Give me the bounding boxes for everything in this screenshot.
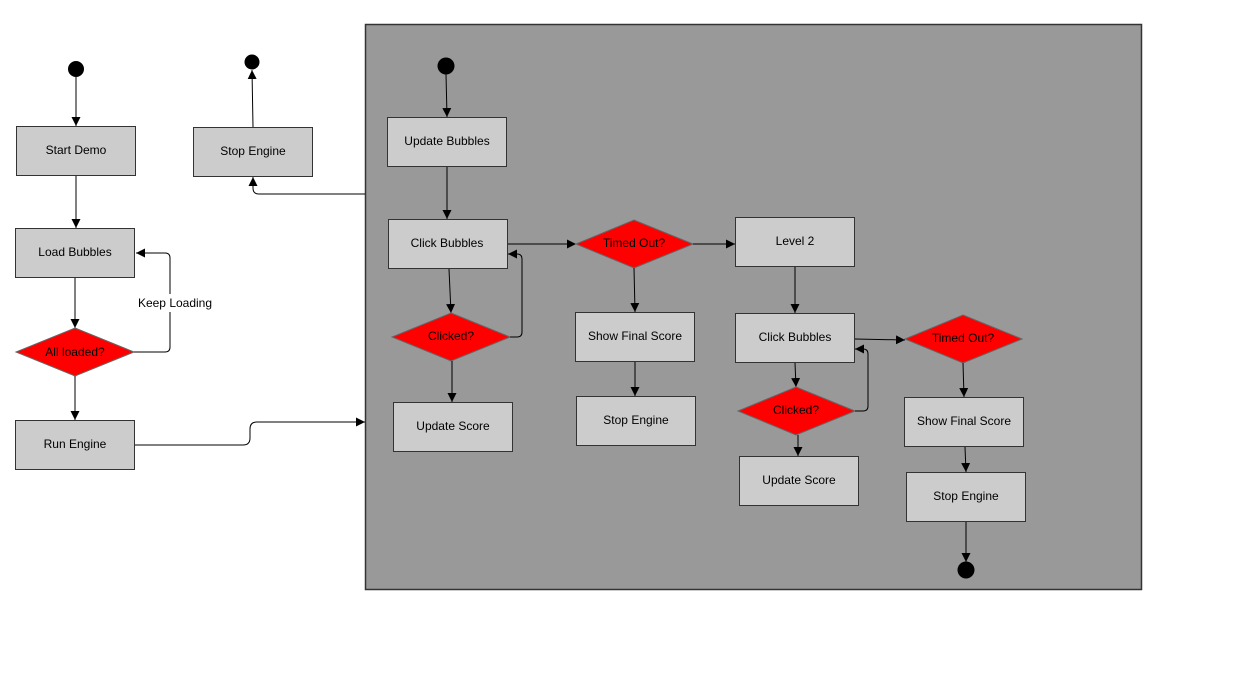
- node-show-final-score[interactable]: Show Final Score: [575, 312, 695, 362]
- end-node: [244, 54, 260, 70]
- node-label: Update Score: [416, 419, 490, 433]
- node-start-demo[interactable]: Start Demo: [16, 126, 136, 176]
- node-label: Show Final Score: [588, 329, 682, 343]
- node-stop-engine[interactable]: Stop Engine: [193, 127, 313, 177]
- node-update-score[interactable]: Update Score: [393, 402, 513, 452]
- node-label: Start Demo: [46, 143, 107, 157]
- edge-stop-to-end: [247, 69, 257, 128]
- node-level2-show-final-score[interactable]: Show Final Score: [904, 397, 1024, 447]
- edge-level2-final-to-stop: [961, 446, 971, 473]
- edge-timed-out-to-final: [630, 267, 640, 313]
- node-label: Update Score: [762, 473, 836, 487]
- decision-all-loaded[interactable]: All loaded?: [14, 327, 136, 377]
- node-run-engine[interactable]: Run Engine: [15, 420, 135, 470]
- edge-engine-start-to-update: [442, 73, 452, 118]
- decision-label: All loaded?: [45, 345, 105, 359]
- edge-click-to-clicked: [446, 268, 456, 314]
- edge-level2-click-to-timed-out: [854, 335, 906, 345]
- decision-label: Clicked?: [428, 329, 474, 343]
- engine-start-node: [437, 57, 455, 75]
- node-label: Stop Engine: [220, 144, 286, 158]
- node-label: Level 2: [776, 234, 815, 248]
- edge-level2-timed-out-to-final: [959, 362, 969, 398]
- edge-clicked-loop: [508, 249, 523, 338]
- node-level2[interactable]: Level 2: [735, 217, 855, 267]
- edge-level2-clicked-loop: [855, 344, 869, 412]
- node-click-bubbles[interactable]: Click Bubbles: [388, 219, 508, 269]
- decision-label: Clicked?: [773, 403, 819, 417]
- node-load-bubbles[interactable]: Load Bubbles: [15, 228, 135, 278]
- edge-engine-to-stop: [248, 177, 365, 195]
- node-label: Stop Engine: [603, 413, 669, 427]
- decision-label: Timed Out?: [603, 236, 666, 250]
- node-level2-stop-engine[interactable]: Stop Engine: [906, 472, 1026, 522]
- edge-run-to-engine: [135, 417, 365, 446]
- node-label: Click Bubbles: [411, 236, 484, 250]
- node-engine-stop[interactable]: Stop Engine: [576, 396, 696, 446]
- decision-timed-out[interactable]: Timed Out?: [574, 219, 695, 269]
- decision-level2-clicked[interactable]: Clicked?: [736, 386, 857, 436]
- node-label: Stop Engine: [933, 489, 999, 503]
- start-node: [68, 61, 84, 77]
- node-label: Show Final Score: [917, 414, 1011, 428]
- node-label: Load Bubbles: [38, 245, 111, 259]
- node-label: Click Bubbles: [759, 330, 832, 344]
- node-update-bubbles[interactable]: Update Bubbles: [387, 117, 507, 167]
- edge-level2-click-to-clicked: [791, 362, 801, 388]
- node-level2-update-score[interactable]: Update Score: [739, 456, 859, 506]
- node-label: Update Bubbles: [404, 134, 489, 148]
- node-label: Run Engine: [44, 437, 107, 451]
- decision-label: Timed Out?: [932, 331, 995, 345]
- decision-clicked[interactable]: Clicked?: [390, 312, 512, 362]
- node-level2-click-bubbles[interactable]: Click Bubbles: [735, 313, 855, 363]
- edge-label-keep-loading: Keep Loading: [138, 296, 212, 310]
- engine-end-node: [957, 561, 975, 579]
- edge-label-bg: [136, 294, 214, 312]
